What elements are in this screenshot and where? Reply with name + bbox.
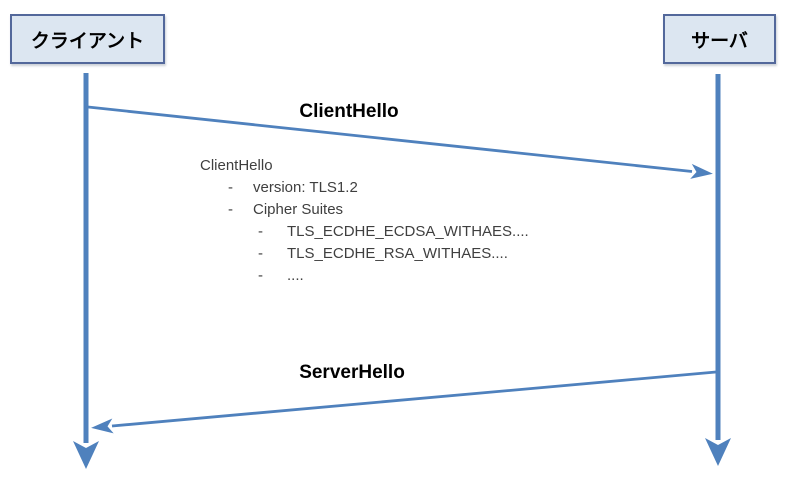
note-line: - Cipher Suites	[200, 199, 560, 221]
bullet-dash: -	[228, 179, 233, 196]
note-line: - TLS_ECDHE_ECDSA_WITHAES....	[200, 221, 560, 243]
note-line: - version: TLS1.2	[200, 177, 560, 199]
bullet-dash: -	[258, 267, 263, 284]
bullet-dash: -	[258, 223, 263, 240]
note-text: TLS_ECDHE_RSA_WITHAES....	[287, 245, 508, 262]
note-title: ClientHello	[200, 157, 273, 174]
actor-server-box: サーバ	[663, 14, 776, 64]
clienthello-arrow	[87, 105, 713, 179]
actor-client-box: クライアント	[10, 14, 165, 64]
clienthello-message-label: ClientHello	[299, 101, 399, 122]
actor-server-label: サーバ	[691, 30, 748, 52]
note-text: ....	[287, 267, 304, 284]
note-line: - ....	[200, 265, 560, 287]
note-text: TLS_ECDHE_ECDSA_WITHAES....	[287, 223, 529, 240]
note-text: version: TLS1.2	[253, 179, 358, 196]
serverhello-arrow	[91, 370, 717, 434]
serverhello-message-label: ServerHello	[299, 362, 405, 383]
note-line: - TLS_ECDHE_RSA_WITHAES....	[200, 243, 560, 265]
clienthello-detail-note: ClientHello - version: TLS1.2 - Cipher S…	[200, 155, 560, 287]
note-title-line: ClientHello	[200, 155, 560, 177]
actor-client-label: クライアント	[30, 30, 145, 52]
note-text: Cipher Suites	[253, 201, 344, 218]
bullet-dash: -	[228, 201, 233, 218]
bullet-dash: -	[258, 245, 263, 262]
